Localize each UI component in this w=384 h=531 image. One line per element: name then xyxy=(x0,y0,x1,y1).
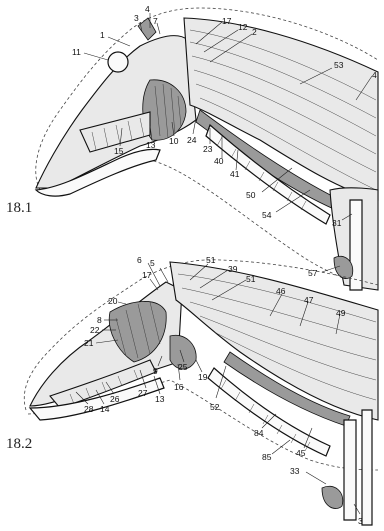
label-25: 25 xyxy=(178,362,188,372)
label-45: 45 xyxy=(296,448,306,458)
label-5: 5 xyxy=(150,258,155,268)
label-28: 28 xyxy=(84,404,94,414)
label-49: 49 xyxy=(336,308,346,318)
label-1: 1 xyxy=(100,30,105,40)
figure-caption-18-2: 18.2 xyxy=(6,436,32,452)
label-24: 24 xyxy=(187,135,197,145)
label-21: 21 xyxy=(84,338,94,348)
label-46: 46 xyxy=(276,286,286,296)
label-84: 84 xyxy=(254,428,264,438)
radius-18-2 xyxy=(362,410,372,525)
elbow-18-2 xyxy=(322,486,343,508)
label-39: 39 xyxy=(228,264,238,274)
label-31: 31 xyxy=(332,218,342,228)
label-85: 85 xyxy=(262,452,272,462)
label-12: 12 xyxy=(238,22,248,32)
label-22: 22 xyxy=(90,325,100,335)
label-13b: 13 xyxy=(155,394,165,404)
orbit xyxy=(108,52,128,72)
label-16: 16 xyxy=(174,382,184,392)
label-50: 50 xyxy=(246,190,256,200)
label-57: 57 xyxy=(308,268,318,278)
label-17b: 17 xyxy=(142,270,152,280)
label-3: 3 xyxy=(134,13,139,23)
label-23: 23 xyxy=(203,144,213,154)
label-41: 41 xyxy=(230,169,240,179)
label-53: 53 xyxy=(334,60,344,70)
humerus-18-2 xyxy=(344,420,356,520)
label-6: 6 xyxy=(137,255,142,265)
label-40: 40 xyxy=(214,156,224,166)
label-9: 9 xyxy=(153,366,158,376)
label-51: 51 xyxy=(206,255,216,265)
label-19: 19 xyxy=(198,372,208,382)
figure-18-1: 18.1 1 3 4 7 17 12 2 11 53 4 15 13 10 24… xyxy=(6,4,378,290)
label-54: 54 xyxy=(262,210,272,220)
label-2: 2 xyxy=(252,27,257,37)
label-10: 10 xyxy=(169,136,179,146)
label-13: 13 xyxy=(146,140,156,150)
label-15: 15 xyxy=(114,146,124,156)
label-4: 4 xyxy=(145,4,150,14)
label-47: 47 xyxy=(304,295,314,305)
label-27: 27 xyxy=(138,388,148,398)
label-11: 11 xyxy=(72,47,81,57)
label-20: 20 xyxy=(108,296,118,306)
label-7: 7 xyxy=(153,16,158,26)
figure-18-2: 18.2 5 6 51 39 51 17 20 8 22 21 46 47 49… xyxy=(6,255,378,526)
figure-caption-18-1: 18.1 xyxy=(6,200,32,216)
label-51b: 51 xyxy=(246,274,256,284)
label-14: 14 xyxy=(100,404,110,414)
label-8: 8 xyxy=(97,315,102,325)
label-33: 33 xyxy=(290,466,300,476)
label-52: 52 xyxy=(210,402,220,412)
label-4b: 4 xyxy=(372,70,377,80)
label-26: 26 xyxy=(110,394,120,404)
label-3b: 3 xyxy=(358,516,363,526)
label-17: 17 xyxy=(222,16,232,26)
